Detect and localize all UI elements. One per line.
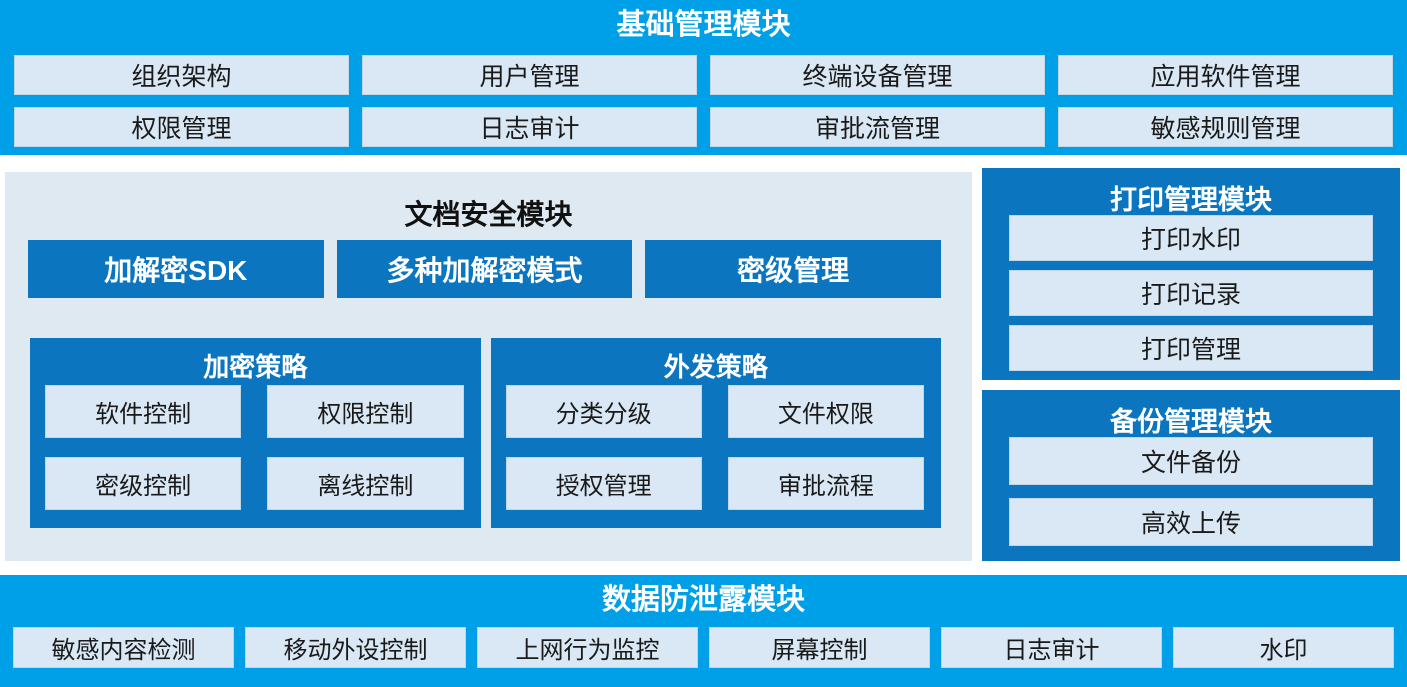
- basic-module-title: 基础管理模块: [616, 9, 791, 41]
- dlp-module-title: 数据防泄露模块: [601, 584, 805, 616]
- app-software-management-block: 应用软件管理: [1058, 55, 1393, 95]
- approval-process-block: 审批流程: [727, 457, 924, 510]
- efficient-upload-block: 高效上传: [1009, 498, 1373, 546]
- basic-module-grid: 组织架构 用户管理 终端设备管理 应用软件管理 权限管理 日志审计 审批流管理 …: [14, 55, 1393, 147]
- encryption-modes-block: 多种加解密模式: [336, 240, 633, 298]
- print-record-block: 打印记录: [1009, 270, 1373, 316]
- outgoing-policy-grid: 分类分级 文件权限 授权管理 审批流程: [505, 385, 924, 510]
- print-management-module: 打印管理模块 打印水印 打印记录 打印管理: [982, 168, 1400, 380]
- sensitive-content-detection-block: 敏感内容检测: [13, 627, 234, 668]
- print-management-block: 打印管理: [1009, 325, 1373, 371]
- print-watermark-block: 打印水印: [1009, 215, 1373, 261]
- approval-flow-management-block: 审批流管理: [710, 107, 1045, 147]
- encryption-policy-panel: 加密策略 软件控制 权限控制 密级控制 离线控制: [30, 338, 481, 528]
- classification-management-block: 密级管理: [645, 240, 942, 298]
- terminal-device-management-block: 终端设备管理: [710, 55, 1045, 95]
- log-audit-block: 日志审计: [362, 107, 697, 147]
- outgoing-policy-panel: 外发策略 分类分级 文件权限 授权管理 审批流程: [490, 338, 941, 528]
- backup-module-title: 备份管理模块: [1110, 407, 1272, 437]
- user-management-block: 用户管理: [362, 55, 697, 95]
- print-module-stack: 打印水印 打印记录 打印管理: [1009, 215, 1373, 371]
- offline-control-block: 离线控制: [267, 457, 464, 510]
- backup-module-stack: 文件备份 高效上传: [1009, 437, 1373, 546]
- classify-grade-block: 分类分级: [505, 385, 702, 438]
- log-audit-dlp-block: 日志审计: [941, 627, 1162, 668]
- policy-panels: 加密策略 软件控制 权限控制 密级控制 离线控制 外发策略 分类分级 文件权限 …: [30, 338, 941, 528]
- dlp-module: 数据防泄露模块 敏感内容检测 移动外设控制 上网行为监控 屏幕控制 日志审计 水…: [0, 575, 1407, 687]
- mobile-peripheral-control-block: 移动外设控制: [245, 627, 466, 668]
- dlp-module-grid: 敏感内容检测 移动外设控制 上网行为监控 屏幕控制 日志审计 水印: [13, 627, 1394, 668]
- software-control-block: 软件控制: [45, 385, 242, 438]
- authorization-management-block: 授权管理: [505, 457, 702, 510]
- document-security-features: 加解密SDK 多种加解密模式 密级管理: [28, 240, 942, 298]
- encryption-sdk-block: 加解密SDK: [28, 240, 324, 298]
- outgoing-policy-title: 外发策略: [663, 352, 768, 382]
- internet-behavior-monitor-block: 上网行为监控: [477, 627, 698, 668]
- permission-management-block: 权限管理: [14, 107, 349, 147]
- screen-control-block: 屏幕控制: [709, 627, 930, 668]
- print-module-title: 打印管理模块: [1110, 185, 1272, 215]
- watermark-block: 水印: [1173, 627, 1394, 668]
- document-security-module: 文档安全模块 加解密SDK 多种加解密模式 密级管理 加密策略 软件控制 权限控…: [5, 172, 972, 561]
- sensitive-rule-management-block: 敏感规则管理: [1058, 107, 1393, 147]
- encryption-policy-grid: 软件控制 权限控制 密级控制 离线控制: [45, 385, 464, 510]
- file-permission-block: 文件权限: [727, 385, 924, 438]
- backup-management-module: 备份管理模块 文件备份 高效上传: [982, 390, 1400, 561]
- permission-control-block: 权限控制: [267, 385, 464, 438]
- org-structure-block: 组织架构: [14, 55, 349, 95]
- encryption-policy-title: 加密策略: [203, 352, 308, 382]
- basic-management-module: 基础管理模块 组织架构 用户管理 终端设备管理 应用软件管理 权限管理 日志审计…: [0, 0, 1407, 155]
- file-backup-block: 文件备份: [1009, 437, 1373, 485]
- document-security-title: 文档安全模块: [404, 199, 573, 230]
- classification-control-block: 密级控制: [45, 457, 242, 510]
